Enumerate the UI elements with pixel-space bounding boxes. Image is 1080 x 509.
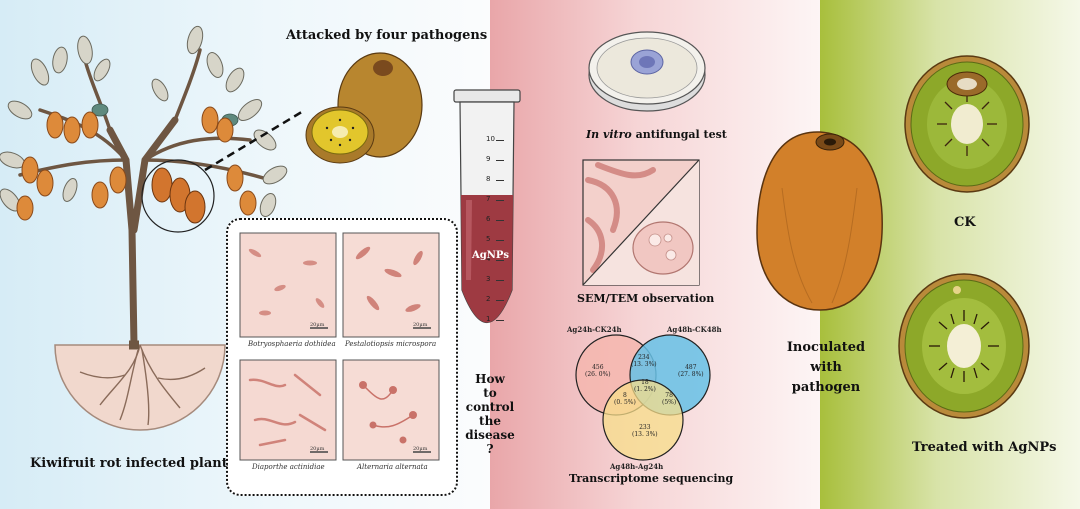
tube-tick <box>496 280 504 281</box>
tube-tick-label: 9 <box>486 155 491 163</box>
micrograph-1 <box>239 232 337 338</box>
question-line-3: control <box>465 400 515 414</box>
in-vitro-italic: In vitro <box>586 128 632 141</box>
question-line-2: to <box>483 386 497 400</box>
scale-4: 20µm <box>413 446 428 452</box>
venn-set-a-label: Ag24h-CK24h <box>567 325 622 334</box>
pathogen-2-caption: Pestalotiopsis microspora <box>345 340 437 348</box>
treated-kiwi-slice <box>898 273 1030 419</box>
tube-tick-label: 1 <box>486 315 491 323</box>
venn-ac-pct: (0. 5%) <box>614 399 636 406</box>
tube-tick <box>496 220 504 221</box>
sem-tem-image <box>582 159 700 286</box>
inoculated-line-3: pathogen <box>791 380 861 395</box>
tube-tick <box>496 160 504 161</box>
tube-scale: 1 2 3 4 5 6 7 8 9 10 <box>486 135 506 323</box>
kiwi-tree-illustration <box>0 25 306 431</box>
venn-region-bc: 78 (5%) <box>662 392 676 406</box>
whole-kiwi <box>756 131 883 311</box>
tube-tick-label: 5 <box>486 235 491 243</box>
tube-tick-label: 2 <box>486 295 491 303</box>
treated-label: Treated with AgNPs <box>912 440 1057 455</box>
venn-set-b-label: Ag48h-CK48h <box>667 325 722 334</box>
pathogen-3-caption: Diaporthe actinidiae <box>252 463 325 471</box>
venn-region-c: 233 (13. 3%) <box>632 424 658 438</box>
attacked-label: Attacked by four pathogens <box>286 28 488 43</box>
question-line-6: ? <box>486 442 494 456</box>
agnps-tube <box>453 89 521 323</box>
tube-tick <box>496 320 504 321</box>
micrograph-4 <box>342 359 440 461</box>
venn-bc-count: 78 <box>665 392 673 399</box>
tube-tick-label: 3 <box>486 275 491 283</box>
venn-region-abc: 18 (1. 2%) <box>634 379 656 393</box>
venn-diagram <box>575 334 711 461</box>
venn-set-c-label: Ag48h-Ag24h <box>610 462 664 471</box>
venn-ab-pct: (13. 3%) <box>631 361 657 368</box>
pathogen-4-caption: Alternaria alternata <box>357 463 428 471</box>
tube-tick-label: 10 <box>486 135 495 143</box>
tube-tick-label: 7 <box>486 195 491 203</box>
venn-ac-count: 8 <box>623 392 627 399</box>
sem-tem-label: SEM/TEM observation <box>577 292 715 305</box>
venn-ab-count: 234 <box>638 354 650 361</box>
tube-tick <box>496 180 504 181</box>
inoculated-label: Inoculated with pathogen <box>776 338 876 398</box>
ck-label: CK <box>954 215 976 230</box>
micrograph-2 <box>342 232 440 338</box>
kiwi-cut-illustration <box>305 52 423 164</box>
petri-dish <box>588 31 706 112</box>
tube-tick <box>496 200 504 201</box>
venn-c-pct: (13. 3%) <box>632 431 658 438</box>
pathogen-1-caption: Botryosphaeria dothidea <box>248 340 336 348</box>
inoculated-line-2: with <box>810 360 842 375</box>
venn-region-ab: 234 (13. 3%) <box>631 354 657 368</box>
tube-tick-label: 8 <box>486 175 491 183</box>
agnps-label: AgNPs <box>472 250 510 261</box>
venn-bc-pct: (5%) <box>662 399 677 406</box>
venn-abc-count: 18 <box>641 379 649 386</box>
question-line-5: disease <box>465 428 515 442</box>
question-line-1: How <box>475 372 505 386</box>
tube-tick <box>496 300 504 301</box>
venn-a-count: 456 <box>592 364 604 371</box>
tube-tick <box>496 140 504 141</box>
transcriptome-label: Transcriptome sequencing <box>569 472 734 485</box>
infected-plant-label: Kiwifruit rot infected plant <box>30 456 228 471</box>
in-vitro-rest: antifungal test <box>631 128 727 141</box>
venn-a-pct: (26. 0%) <box>585 371 611 378</box>
scale-2: 20µm <box>413 322 428 328</box>
tube-tick-label: 6 <box>486 215 491 223</box>
venn-abc-pct: (1. 2%) <box>634 386 656 393</box>
tube-tick-label: 4 <box>486 255 491 263</box>
venn-c-count: 233 <box>639 424 651 431</box>
venn-region-a: 456 (26. 0%) <box>585 364 611 378</box>
in-vitro-label: In vitro antifungal test <box>586 128 727 141</box>
ck-kiwi-slice <box>904 55 1030 193</box>
scale-1: 20µm <box>310 322 325 328</box>
micrograph-3 <box>239 359 337 461</box>
venn-region-b: 487 (27. 8%) <box>678 364 704 378</box>
venn-b-pct: (27. 8%) <box>678 371 704 378</box>
scale-3: 20µm <box>310 446 325 452</box>
question-line-4: the <box>479 414 501 428</box>
question-label: How to control the disease ? <box>460 372 520 456</box>
inoculated-line-1: Inoculated <box>786 340 866 355</box>
venn-b-count: 487 <box>685 364 697 371</box>
venn-region-ac: 8 (0. 5%) <box>614 392 636 406</box>
tube-tick <box>496 260 504 261</box>
tube-tick <box>496 240 504 241</box>
